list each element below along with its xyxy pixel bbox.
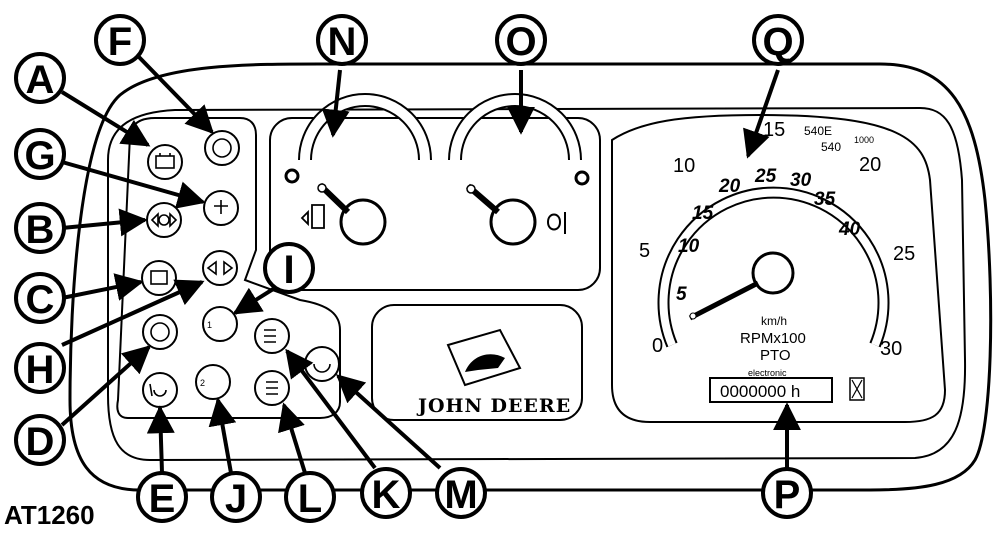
unit-pto: PTO	[760, 347, 791, 364]
pto-scale: 540E 540 1000	[804, 124, 874, 154]
speedometer-pod	[611, 113, 947, 423]
rpm-mark-10: 10	[673, 155, 695, 177]
kmh-mark-40: 40	[838, 219, 861, 240]
rpm-mark-0: 0	[652, 335, 663, 357]
callout-h: H	[26, 348, 55, 392]
callout-circles	[14, 14, 813, 523]
c-indicator-lamp	[141, 260, 177, 296]
callout-g: G	[24, 134, 55, 178]
f-indicator-lamp	[204, 130, 240, 166]
turn-signal-indicator	[202, 250, 238, 286]
rpm-mark-30: 30	[880, 338, 902, 360]
pto-mark-1000: 1000	[854, 135, 874, 145]
callout-leaders	[60, 52, 801, 474]
callout-k: K	[372, 473, 401, 517]
callout-j: J	[225, 477, 247, 521]
figure-id: AT1260	[4, 500, 95, 530]
brand-pod	[371, 304, 583, 421]
kmh-mark-15: 15	[692, 203, 714, 224]
callout-d: D	[26, 420, 55, 464]
callout-o: O	[505, 20, 536, 64]
callout-e: E	[149, 477, 176, 521]
callout-n: N	[328, 20, 357, 64]
i-indicator-lamp	[202, 306, 238, 342]
kmh-mark-5: 5	[676, 284, 687, 305]
kmh-scale: 5 10 15 20 25 30 35 40	[676, 166, 861, 305]
unit-kmh: km/h	[761, 314, 787, 328]
callout-p: P	[774, 473, 801, 517]
indicator-pod-left	[116, 117, 341, 419]
kmh-mark-10: 10	[678, 236, 700, 257]
brand-name: JOHN DEERE	[416, 395, 571, 417]
gauge-pod-center	[269, 117, 601, 291]
pto-mark-540e: 540E	[804, 124, 832, 138]
pto-mark-540: 540	[821, 140, 841, 154]
hour-meter-value: 0000000 h	[720, 382, 800, 401]
i-indicator-number: 1	[207, 320, 212, 330]
j-indicator-number: 2	[200, 378, 205, 388]
parking-brake-indicator	[142, 314, 178, 350]
hourglass-icon	[849, 377, 865, 401]
fuel-gauge	[284, 93, 432, 246]
unit-rpm: RPMx100	[740, 330, 806, 347]
rpm-scale: 0 5 10 15 20 25 30	[639, 119, 915, 360]
panel-bezel	[107, 106, 967, 462]
hour-meter-caption: electronic	[748, 368, 787, 378]
kmh-mark-25: 25	[754, 166, 777, 187]
callout-i: I	[283, 248, 294, 292]
callout-q: Q	[762, 20, 793, 64]
deer-logo	[446, 328, 522, 387]
rpm-mark-25: 25	[893, 243, 915, 265]
callout-a: A	[26, 58, 55, 102]
battery-indicator	[147, 144, 183, 180]
e-indicator-lamp	[142, 372, 178, 408]
kmh-mark-35: 35	[814, 189, 836, 210]
fuel-pump-icon	[300, 204, 325, 229]
callout-f: F	[108, 20, 132, 64]
tachometer-gauge	[657, 186, 890, 348]
rpm-mark-15: 15	[763, 119, 785, 141]
callout-b: B	[26, 208, 55, 252]
coolant-temp-gauge	[448, 93, 590, 246]
rpm-mark-20: 20	[859, 154, 881, 176]
rpm-mark-5: 5	[639, 240, 650, 262]
kmh-mark-30: 30	[790, 170, 812, 191]
coolant-temp-icon	[546, 212, 566, 234]
callout-m: M	[444, 473, 477, 517]
kmh-mark-20: 20	[718, 176, 741, 197]
callout-c: C	[26, 278, 55, 322]
hour-meter-box	[709, 377, 833, 403]
callout-l: L	[298, 477, 322, 521]
dashboard-outline	[68, 62, 993, 492]
m-indicator-lamp	[304, 346, 340, 382]
